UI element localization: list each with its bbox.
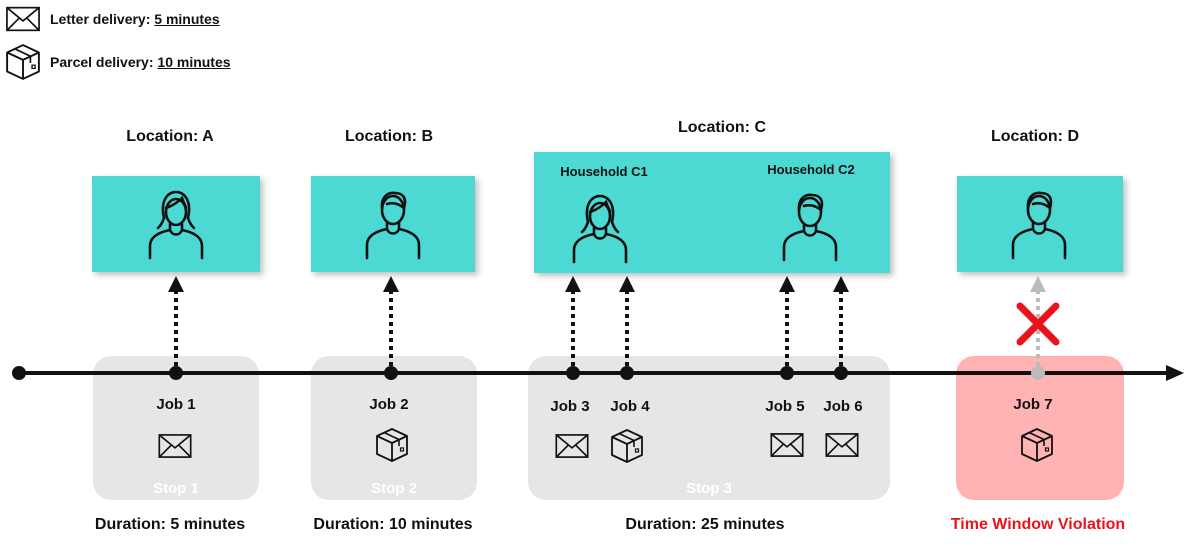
location-title-d: Location: D — [991, 128, 1079, 145]
envelope-icon — [825, 433, 859, 457]
violation-cross-icon — [1016, 302, 1060, 346]
legend-parcel: Parcel delivery: 10 minutes — [6, 44, 231, 80]
location-title-c: Location: C — [678, 119, 766, 136]
location-title-a: Location: A — [126, 128, 214, 145]
job-5-label: Job 5 — [765, 398, 805, 415]
envelope-icon — [770, 433, 804, 457]
job-7-label: Job 7 — [1013, 396, 1053, 413]
job-3-dot — [566, 366, 580, 380]
location-d-box — [957, 176, 1123, 272]
envelope-icon — [158, 434, 192, 458]
legend-letter-label: Letter delivery: — [50, 11, 151, 27]
parcel-box-icon — [611, 429, 643, 463]
job-4-label: Job 4 — [610, 398, 650, 415]
job-3-label: Job 3 — [550, 398, 590, 415]
stop-1-label: Stop 1 — [153, 480, 199, 497]
location-title-b: Location: B — [345, 128, 433, 145]
timeline-start-dot — [12, 366, 26, 380]
time-window-violation-label: Time Window Violation — [950, 516, 1126, 533]
parcel-box-icon — [1021, 428, 1053, 462]
stop-1-duration: Duration: 5 minutes — [94, 516, 246, 533]
legend-parcel-duration: 10 minutes — [157, 54, 231, 70]
parcel-box-icon — [376, 428, 408, 462]
job-4-dot — [620, 366, 634, 380]
location-b-box — [311, 176, 475, 272]
stop-4-violation-box — [956, 356, 1124, 500]
legend-parcel-label: Parcel delivery: — [50, 54, 154, 70]
job-1-dot — [169, 366, 183, 380]
job-6-dot — [834, 366, 848, 380]
stop-3-box — [528, 356, 890, 500]
timeline-arrowhead — [1166, 365, 1184, 381]
legend-letter: Letter delivery: 5 minutes — [6, 6, 220, 32]
envelope-icon — [555, 434, 589, 458]
household-c1-label: Household C1 — [560, 164, 648, 179]
stop-2-duration: Duration: 10 minutes — [313, 516, 473, 533]
job-2-label: Job 2 — [369, 396, 409, 413]
stop-2-box — [311, 356, 477, 500]
job-6-label: Job 6 — [823, 398, 863, 415]
job-5-dot — [780, 366, 794, 380]
job-7-dot — [1031, 366, 1045, 380]
stop-3-duration: Duration: 25 minutes — [625, 516, 785, 533]
stop-2-label: Stop 2 — [371, 480, 417, 497]
location-c-box: Household C1 Household C2 — [534, 152, 890, 273]
location-a-box — [92, 176, 260, 272]
household-c2-label: Household C2 — [767, 162, 855, 177]
stop-3-label: Stop 3 — [686, 480, 732, 497]
legend-letter-duration: 5 minutes — [154, 11, 220, 27]
job-2-dot — [384, 366, 398, 380]
job-1-label: Job 1 — [156, 396, 196, 413]
